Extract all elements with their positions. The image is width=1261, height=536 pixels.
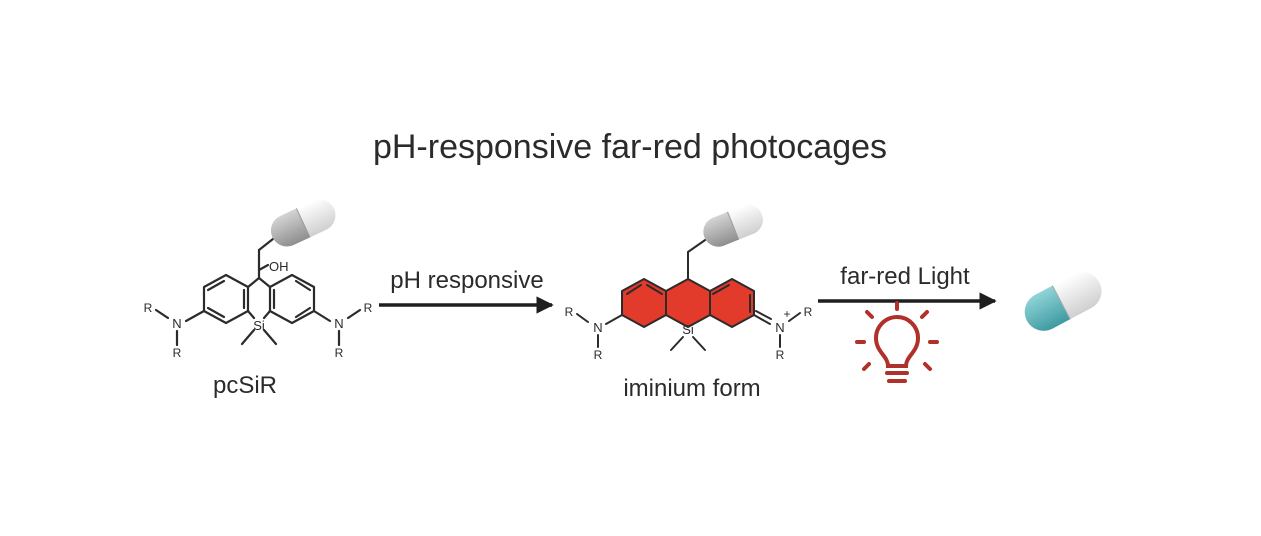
iminium-bonds	[576, 237, 801, 351]
n-label: N	[775, 320, 784, 335]
pcsir-atom-labels: OH Si N R R N R R	[144, 259, 373, 360]
iminium-atom-labels: Si N R R N + R R	[565, 305, 813, 362]
iminium-form-label: iminium form	[623, 375, 760, 402]
far-red-light-label: far-red Light	[840, 263, 970, 290]
r-label: R	[804, 305, 813, 319]
light-bulb-icon	[855, 301, 939, 383]
r-label: R	[144, 301, 153, 315]
drug-capsule-icon	[703, 204, 763, 247]
pcsir-label: pcSiR	[213, 372, 277, 399]
r-label: R	[565, 305, 574, 319]
r-label: R	[364, 301, 373, 315]
n-label: N	[172, 316, 181, 331]
si-label: Si	[682, 322, 694, 337]
iminium-xanthene-core	[621, 278, 755, 328]
released-drug-capsule-icon	[1024, 272, 1102, 331]
oh-label: OH	[269, 259, 289, 274]
pcsir-molecule	[154, 233, 362, 347]
iminium-left-ring	[621, 278, 667, 328]
left-benzene-ring	[202, 273, 250, 325]
r-label: R	[776, 348, 785, 362]
drug-capsule-icon	[270, 199, 336, 247]
r-label: R	[335, 346, 344, 360]
si-label: Si	[253, 318, 265, 333]
iminium-central-ring	[665, 278, 711, 328]
diagram-title: pH-responsive far-red photocages	[373, 128, 887, 166]
r-label: R	[594, 348, 603, 362]
r-label: R	[173, 346, 182, 360]
right-benzene-ring	[268, 273, 316, 325]
positive-charge-label: +	[783, 307, 790, 321]
n-label: N	[334, 316, 343, 331]
n-label: N	[593, 320, 602, 335]
ph-responsive-label: pH responsive	[390, 267, 543, 294]
iminium-right-ring	[709, 278, 755, 328]
